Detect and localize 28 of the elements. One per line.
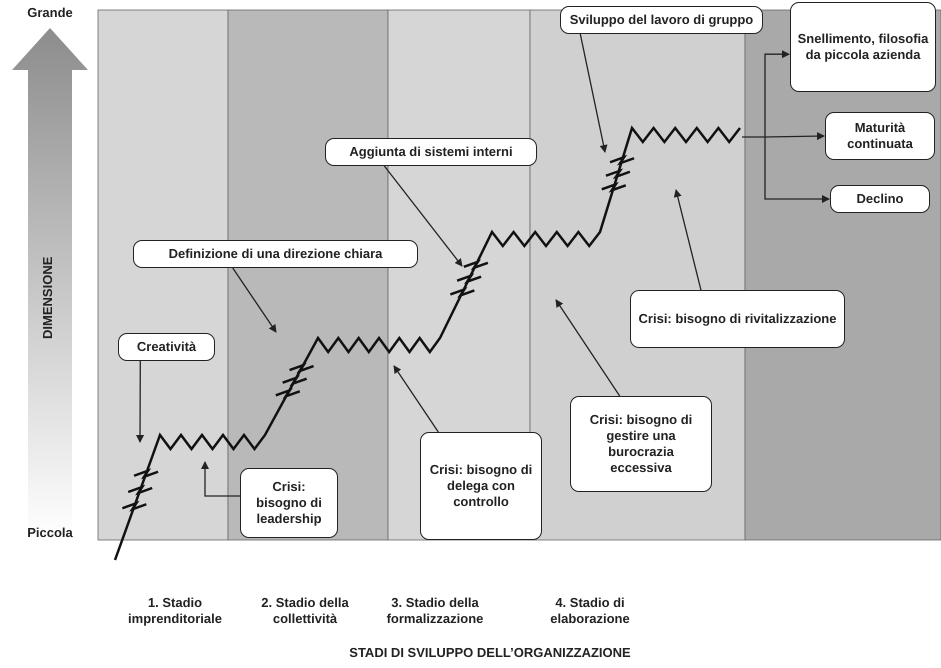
callout-box: Crisi: bisogno di rivitalizzazione bbox=[630, 290, 845, 348]
callout-box: Snellimento, filosofia da piccola azienda bbox=[790, 2, 936, 92]
callout-box: Aggiunta di sistemi interni bbox=[325, 138, 537, 166]
leader-arrow bbox=[674, 189, 702, 290]
leader-arrow bbox=[201, 461, 240, 497]
leader-arrow bbox=[580, 34, 608, 153]
stage-label: 4. Stadio di elaborazione bbox=[549, 595, 631, 626]
callout-box: Crisi: bisogno di delega con controllo bbox=[420, 432, 542, 540]
leader-arrow bbox=[764, 132, 825, 140]
size-label: Piccola bbox=[26, 525, 74, 541]
callout-box: Maturità continuata bbox=[825, 112, 935, 160]
callout-box: Declino bbox=[830, 185, 930, 213]
leader-arrow bbox=[555, 299, 620, 396]
stage-label: 1. Stadio imprenditoriale bbox=[127, 595, 223, 626]
stage-label: 3. Stadio della formalizzazione bbox=[386, 595, 484, 626]
callout-box: Definizione di una direzione chiara bbox=[133, 240, 418, 268]
size-label: Grande bbox=[26, 5, 74, 21]
stage-label: 2. Stadio della collettività bbox=[260, 595, 350, 626]
axis-title: DIMENSIONE bbox=[40, 256, 56, 341]
leader-arrow bbox=[136, 361, 144, 443]
callout-box: Creatività bbox=[118, 333, 215, 361]
leader-arrow bbox=[764, 137, 830, 203]
callout-box: Crisi: bisogno di leadership bbox=[240, 468, 338, 538]
leader-arrow bbox=[393, 365, 439, 432]
leader-arrow bbox=[742, 50, 790, 138]
callout-box: Crisi: bisogno di gestire una burocrazia eccessiva bbox=[570, 396, 712, 492]
callout-box: Sviluppo del lavoro di gruppo bbox=[560, 6, 763, 34]
axis-title: STADI DI SVILUPPO DELL’ORGANIZZAZIONE bbox=[348, 645, 632, 661]
